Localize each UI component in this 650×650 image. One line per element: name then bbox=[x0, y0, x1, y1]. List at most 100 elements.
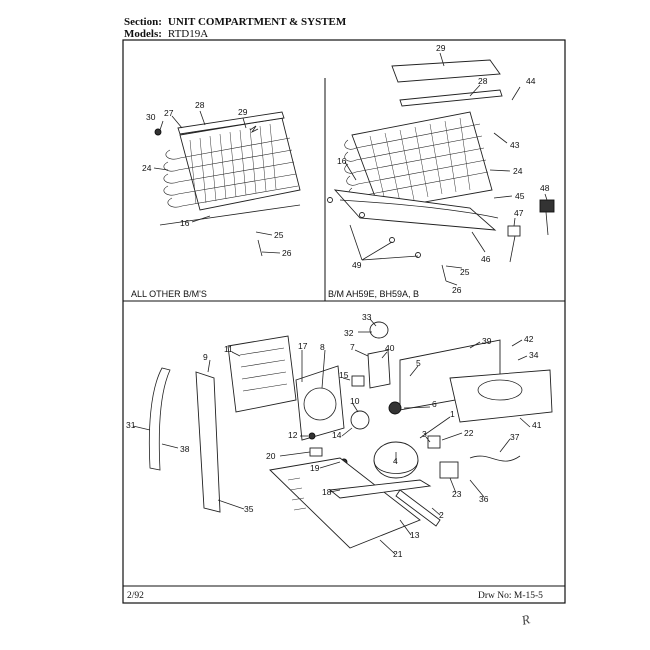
callout-lower-23: 23 bbox=[452, 489, 462, 499]
callout-lower-39: 39 bbox=[482, 336, 492, 346]
callout-left-25: 25 bbox=[274, 230, 284, 240]
drain-pan-16 bbox=[333, 189, 497, 231]
section-value: UNIT COMPARTMENT & SYSTEM bbox=[167, 16, 347, 28]
tube-45 bbox=[339, 199, 499, 219]
callout-lower-19: 19 bbox=[310, 463, 320, 473]
margin-handwritten-mark: R bbox=[519, 611, 532, 628]
right-leader-lines bbox=[344, 52, 548, 286]
right-coil-vertical-fins bbox=[369, 117, 471, 206]
left-leader-lines bbox=[153, 110, 281, 254]
callout-right-25: 25 bbox=[460, 267, 470, 277]
condenser-9-coils bbox=[239, 347, 288, 392]
condenser-9 bbox=[227, 335, 297, 413]
rail-2 bbox=[395, 489, 441, 527]
callout-right-49: 49 bbox=[352, 260, 362, 270]
grommet-12 bbox=[308, 432, 316, 440]
callout-lower-6: 6 bbox=[432, 399, 437, 409]
callout-lower-15: 15 bbox=[339, 370, 349, 380]
callout-lower-31: 31 bbox=[126, 420, 136, 430]
upper-tube-29 bbox=[391, 59, 501, 83]
clip-29 bbox=[249, 125, 259, 134]
callout-right-45: 45 bbox=[515, 191, 525, 201]
section-label: Section: bbox=[124, 16, 162, 28]
callout-lower-37: 37 bbox=[510, 432, 520, 442]
base-panel-21 bbox=[269, 457, 421, 549]
power-cord-37 bbox=[469, 455, 521, 462]
shroud-35 bbox=[195, 371, 221, 513]
left-panel-caption: ALL OTHER B/M'S bbox=[131, 289, 207, 299]
grommet-33 bbox=[369, 321, 389, 339]
rail-18 bbox=[328, 479, 432, 499]
right-panel-caption: B/M AH59E, BH59A, B bbox=[328, 289, 419, 299]
callout-lower-3: 3 bbox=[422, 429, 427, 439]
callout-lower-9: 11 bbox=[224, 344, 233, 354]
screw-26-right bbox=[441, 264, 447, 282]
callout-left-27: 27 bbox=[164, 108, 174, 118]
fan-shroud-11 bbox=[295, 365, 345, 441]
screw-26 bbox=[257, 239, 263, 257]
callout-right-44: 44 bbox=[526, 76, 536, 86]
callout-right-16: 16 bbox=[337, 156, 347, 166]
condenser-coil-right bbox=[351, 111, 493, 211]
compressor-4-base bbox=[373, 459, 419, 474]
callout-lower-18: 18 bbox=[322, 487, 332, 497]
callout-lower-7: 40 bbox=[385, 343, 395, 353]
screw-49b bbox=[359, 212, 365, 218]
callout-lower-2: 2 bbox=[439, 510, 444, 520]
callout-right-29: 29 bbox=[436, 43, 446, 53]
fan-motor-14 bbox=[350, 410, 370, 430]
lower-leader-lines bbox=[132, 318, 531, 555]
callout-lower-13: 13 bbox=[410, 530, 420, 540]
callout-lower-21: 21 bbox=[393, 549, 403, 559]
callout-lower-34: 9 bbox=[203, 352, 208, 362]
callout-lower-12: 12 bbox=[288, 430, 298, 440]
callout-lower-14: 14 bbox=[332, 430, 342, 440]
footer-date: 2/92 bbox=[127, 591, 144, 601]
lower-panel-callouts: 33 32 39 42 34 9 11 17 8 7 40 15 5 10 6 … bbox=[126, 312, 542, 559]
callout-lower-40: 34 bbox=[529, 350, 539, 360]
callout-lower-35: 35 bbox=[244, 504, 254, 514]
callout-left-28: 28 bbox=[195, 100, 205, 110]
drain-pan-edge bbox=[159, 204, 301, 226]
screw-49a bbox=[327, 197, 333, 203]
callout-right-26: 26 bbox=[452, 285, 462, 295]
callout-left-24: 24 bbox=[142, 163, 152, 173]
callout-left-30: 30 bbox=[146, 112, 156, 122]
callout-lower-4: 4 bbox=[393, 456, 398, 466]
callout-lower-5: 5 bbox=[416, 358, 421, 368]
coil-bracket-28 bbox=[399, 89, 503, 107]
drain-pan-well bbox=[477, 379, 523, 401]
callout-right-43: 43 bbox=[510, 140, 520, 150]
callout-left-26: 26 bbox=[282, 248, 292, 258]
fan-blade-17 bbox=[303, 387, 337, 421]
drain-pan-41 bbox=[449, 369, 553, 423]
right-panel-callouts: 29 28 44 43 16 24 45 48 47 49 46 25 26 bbox=[337, 43, 550, 295]
relay-48-wire bbox=[545, 211, 549, 236]
models-header: Models: RTD19A bbox=[124, 28, 208, 40]
callout-right-24: 24 bbox=[513, 166, 523, 176]
callout-lower-42: 42 bbox=[524, 334, 534, 344]
models-value: RTD19A bbox=[167, 28, 209, 40]
capacitor-20 bbox=[309, 447, 323, 457]
overload-23 bbox=[439, 461, 459, 479]
callout-lower-36: 36 bbox=[479, 494, 489, 504]
footer-drawing-number: Drw No: M-15-5 bbox=[478, 591, 543, 601]
screw-49d bbox=[415, 252, 421, 258]
bracket-7 bbox=[367, 349, 391, 389]
coil-vertical-fins bbox=[189, 123, 277, 205]
lower-unit-compartment bbox=[148, 321, 553, 549]
screw-49c bbox=[389, 237, 395, 243]
callout-right-28: 28 bbox=[478, 76, 488, 86]
callout-lower-22: 22 bbox=[464, 428, 474, 438]
coil-bracket bbox=[177, 111, 285, 135]
condenser-coil-fins bbox=[163, 137, 299, 208]
callout-lower-1: 1 bbox=[450, 409, 455, 419]
connector-47 bbox=[507, 225, 521, 237]
callout-lower-11: 17 bbox=[298, 341, 308, 351]
callout-lower-41: 41 bbox=[532, 420, 542, 430]
callout-lower-8: 7 bbox=[350, 342, 355, 352]
connector-47-wire bbox=[509, 235, 516, 263]
models-label: Models: bbox=[124, 28, 162, 40]
callout-right-46: 46 bbox=[481, 254, 491, 264]
